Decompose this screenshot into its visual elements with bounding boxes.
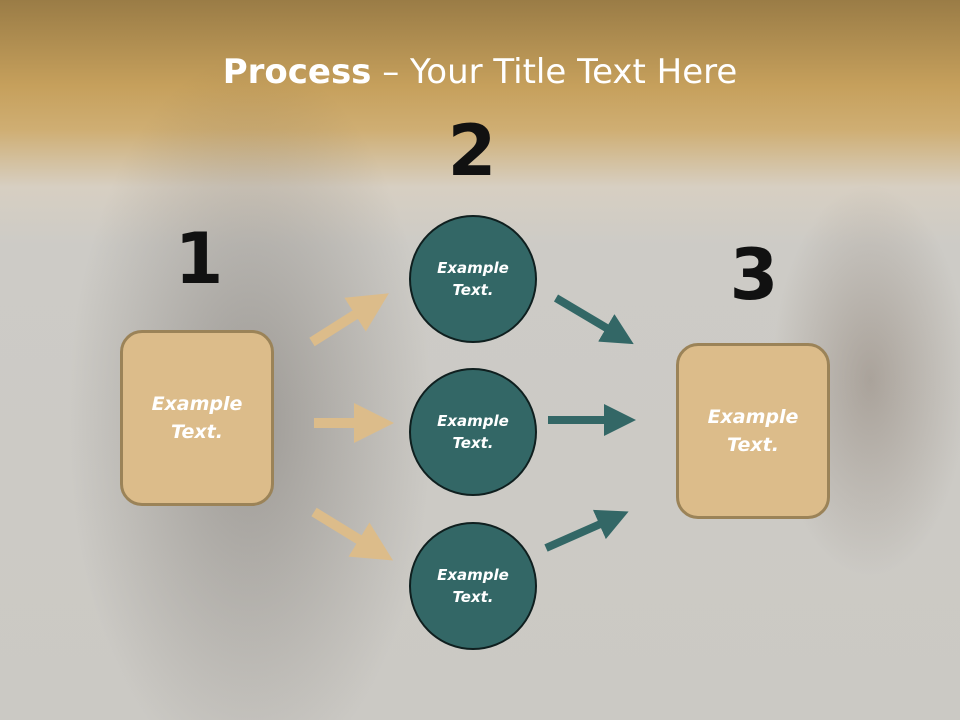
circle-bottom: Example Text.: [409, 522, 537, 650]
title-rest: – Your Title Text Here: [371, 52, 738, 92]
circle-middle: Example Text.: [409, 368, 537, 496]
circle-bottom-text: Example Text.: [437, 565, 509, 607]
step-number-3: 3: [729, 234, 779, 316]
arrow-bottom-to-right: [544, 509, 629, 552]
circle-top: Example Text.: [409, 215, 537, 343]
arrow-left-to-top: [309, 293, 389, 347]
step-number-1: 1: [174, 218, 224, 300]
arrow-top-to-right: [553, 294, 634, 345]
left-box-text: Example Text.: [151, 392, 243, 444]
arrow-left-to-bottom: [311, 507, 394, 561]
left-box: Example Text.: [120, 330, 274, 506]
right-box-text: Example Text.: [707, 405, 799, 457]
step-number-2: 2: [447, 110, 497, 192]
circle-middle-text: Example Text.: [437, 411, 509, 453]
circle-top-text: Example Text.: [437, 258, 509, 300]
slide-title: Process – Your Title Text Here: [0, 52, 960, 92]
right-box: Example Text.: [676, 343, 830, 519]
title-bold: Process: [222, 52, 372, 92]
